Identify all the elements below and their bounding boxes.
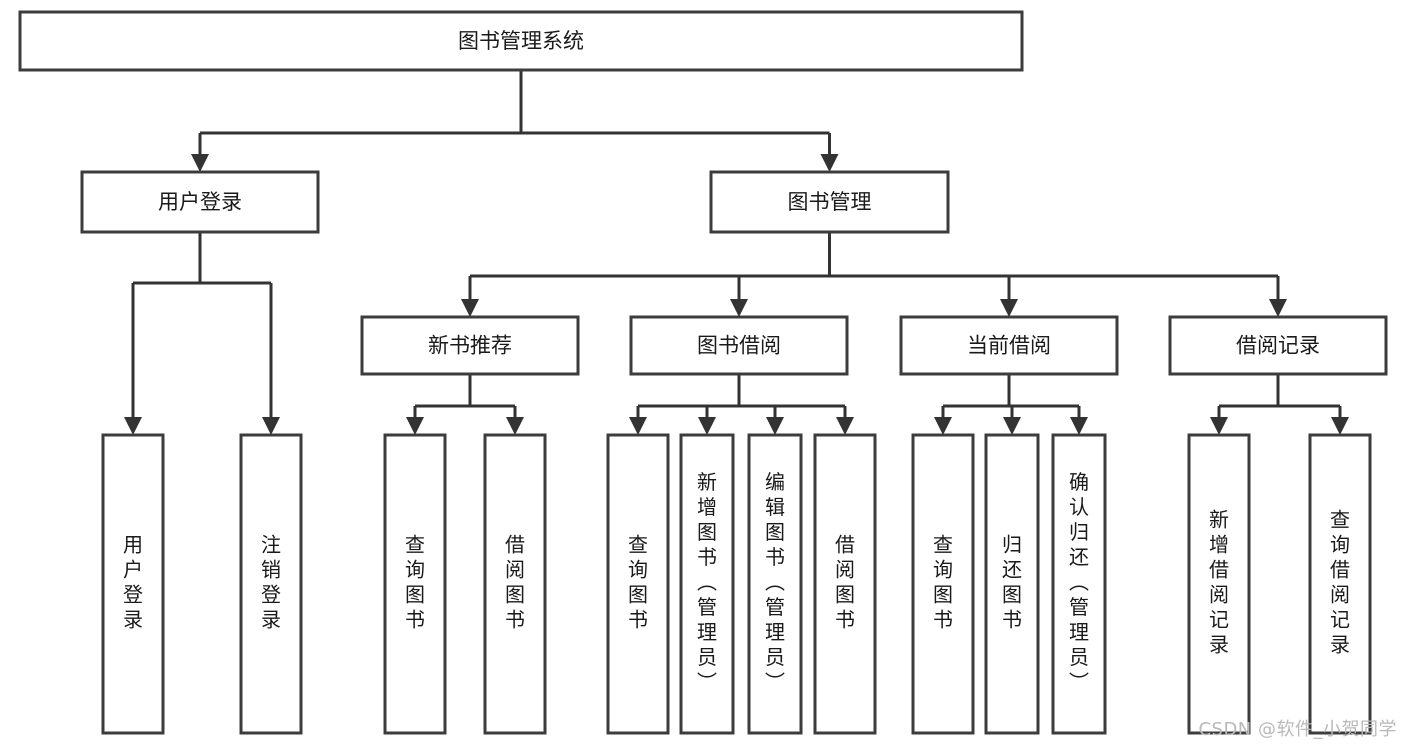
- node-leaf-user-login[interactable]: 用户登录: [101, 433, 165, 735]
- node-book-manage-label: 图书管理: [788, 190, 872, 214]
- node-leaf-query-book-3-box[interactable]: [911, 433, 975, 735]
- node-leaf-query-book-1-box[interactable]: [383, 433, 447, 735]
- node-leaf-add-record-box[interactable]: [1187, 433, 1251, 735]
- node-book-borrow-box[interactable]: [629, 315, 849, 376]
- node-leaf-add-record[interactable]: 新增借阅记录: [1187, 433, 1251, 735]
- node-leaf-logout-login-label: 注销登录: [261, 533, 281, 632]
- arrow-head-icon: [934, 417, 952, 435]
- node-leaf-query-book-2[interactable]: 查询图书: [606, 433, 670, 735]
- node-leaf-logout-login-box[interactable]: [239, 433, 303, 735]
- node-book-manage[interactable]: 图书管理: [709, 170, 950, 234]
- arrow-head-icon: [406, 417, 424, 435]
- csdn-watermark: CSDN @软件_小贺同学: [1198, 719, 1397, 740]
- node-leaf-add-book-box[interactable]: [679, 433, 735, 735]
- arrow-head-icon: [820, 154, 839, 172]
- node-root-图书管理系统-label: 图书管理系统: [458, 29, 584, 53]
- arrow-head-icon: [766, 417, 784, 435]
- node-new-book-recommend-label: 新书推荐: [428, 334, 512, 358]
- node-user-login-label: 用户登录: [158, 190, 242, 214]
- node-leaf-query-book-2-box[interactable]: [606, 433, 670, 735]
- arrow-head-icon: [506, 417, 524, 435]
- node-root-图书管理系统[interactable]: 图书管理系统: [18, 10, 1024, 72]
- node-leaf-edit-book[interactable]: 编辑图书︵管理员︶: [747, 433, 803, 735]
- node-leaf-add-book[interactable]: 新增图书︵管理员︶: [679, 433, 735, 735]
- node-leaf-borrow-book-2[interactable]: 借阅图书: [813, 433, 877, 735]
- node-leaf-add-book-label: 新增图书︵管理员︶: [697, 470, 717, 694]
- node-leaf-logout-login[interactable]: 注销登录: [239, 433, 303, 735]
- node-current-borrow-box[interactable]: [899, 315, 1119, 376]
- node-leaf-query-book-1[interactable]: 查询图书: [383, 433, 447, 735]
- node-current-borrow[interactable]: 当前借阅: [899, 315, 1119, 376]
- arrow-head-icon: [1210, 417, 1228, 435]
- node-new-book-recommend-box[interactable]: [360, 315, 580, 376]
- node-leaf-query-book-3-label: 查询图书: [933, 533, 953, 632]
- node-leaf-return-book-label: 归还图书: [1002, 533, 1022, 632]
- node-borrow-record-label: 借阅记录: [1236, 334, 1320, 358]
- node-boxes: 图书管理系统用户登录图书管理新书推荐图书借阅当前借阅借阅记录用户登录注销登录查询…: [18, 10, 1388, 735]
- node-leaf-borrow-book-1[interactable]: 借阅图书: [483, 433, 547, 735]
- node-leaf-query-book-1-label: 查询图书: [405, 533, 425, 632]
- node-leaf-user-login-label: 用户登录: [123, 533, 143, 632]
- arrow-head-icon: [1000, 299, 1018, 317]
- arrow-head-icon: [1331, 417, 1349, 435]
- node-leaf-confirm-return[interactable]: 确认归还︵管理员︶: [1051, 433, 1107, 735]
- arrow-head-icon: [836, 417, 854, 435]
- arrow-head-icon: [461, 299, 479, 317]
- node-leaf-confirm-return-label: 确认归还︵管理员︶: [1069, 470, 1089, 694]
- connector-lines: [124, 70, 1349, 435]
- node-leaf-query-book-2-label: 查询图书: [628, 533, 648, 632]
- node-user-login-box[interactable]: [80, 170, 320, 234]
- node-leaf-edit-book-label: 编辑图书︵管理员︶: [765, 470, 785, 694]
- node-leaf-borrow-book-1-box[interactable]: [483, 433, 547, 735]
- node-leaf-return-book[interactable]: 归还图书: [984, 433, 1040, 735]
- arrow-head-icon: [1269, 299, 1287, 317]
- node-current-borrow-label: 当前借阅: [967, 334, 1051, 358]
- node-book-borrow[interactable]: 图书借阅: [629, 315, 849, 376]
- arrow-head-icon: [191, 154, 209, 172]
- arrow-head-icon: [629, 417, 647, 435]
- arrow-head-icon: [698, 417, 716, 435]
- node-root-图书管理系统-box[interactable]: [18, 10, 1024, 72]
- arrow-head-icon: [262, 417, 280, 435]
- arrow-head-icon: [1070, 417, 1088, 435]
- node-leaf-query-record-box[interactable]: [1308, 433, 1372, 735]
- node-leaf-borrow-book-2-label: 借阅图书: [835, 533, 855, 632]
- arrow-head-icon: [730, 299, 748, 317]
- node-borrow-record[interactable]: 借阅记录: [1168, 315, 1388, 376]
- node-borrow-record-box[interactable]: [1168, 315, 1388, 376]
- node-leaf-user-login-box[interactable]: [101, 433, 165, 735]
- node-leaf-return-book-box[interactable]: [984, 433, 1040, 735]
- arrow-head-icon: [1003, 417, 1021, 435]
- node-user-login[interactable]: 用户登录: [80, 170, 320, 234]
- node-book-manage-box[interactable]: [709, 170, 950, 234]
- arrow-head-icon: [124, 417, 142, 435]
- node-new-book-recommend[interactable]: 新书推荐: [360, 315, 580, 376]
- node-leaf-query-record-label: 查询借阅记录: [1330, 508, 1350, 657]
- node-leaf-edit-book-box[interactable]: [747, 433, 803, 735]
- node-leaf-query-record[interactable]: 查询借阅记录: [1308, 433, 1372, 735]
- node-leaf-query-book-3[interactable]: 查询图书: [911, 433, 975, 735]
- node-leaf-confirm-return-box[interactable]: [1051, 433, 1107, 735]
- node-leaf-borrow-book-2-box[interactable]: [813, 433, 877, 735]
- node-leaf-add-record-label: 新增借阅记录: [1209, 508, 1229, 657]
- node-leaf-borrow-book-1-label: 借阅图书: [505, 533, 525, 632]
- node-book-borrow-label: 图书借阅: [697, 334, 781, 358]
